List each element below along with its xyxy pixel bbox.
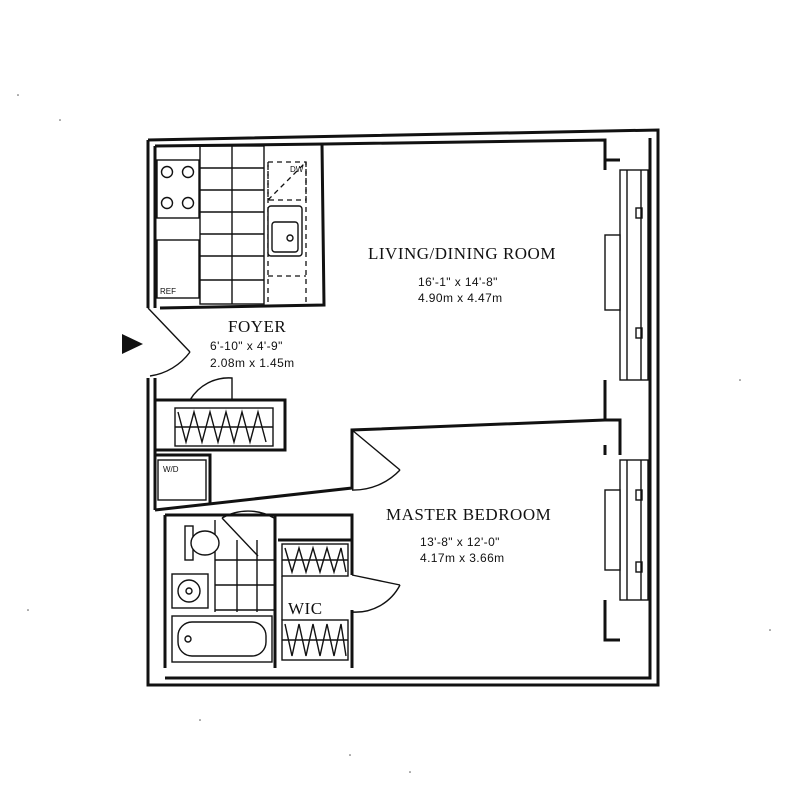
scan-specks <box>17 94 771 773</box>
dishwasher-label: DW <box>290 165 304 174</box>
sink <box>267 205 303 257</box>
refrigerator <box>156 239 200 299</box>
window-bedroom <box>604 459 649 601</box>
living-room-name: LIVING/DINING ROOM <box>368 244 556 263</box>
dishwasher <box>267 161 307 201</box>
foyer-dim-m: 2.08m x 1.45m <box>210 356 295 370</box>
kitchen: REF DW <box>156 145 307 305</box>
bedroom-door[interactable] <box>351 429 401 491</box>
bedroom-dim-m: 4.17m x 3.66m <box>420 551 505 565</box>
washer-dryer-label: W/D <box>163 465 179 474</box>
living-room-dim-m: 4.90m x 4.47m <box>418 291 503 305</box>
kitchen-tile-grid <box>199 145 265 305</box>
bathroom <box>171 510 275 663</box>
foyer-name: FOYER <box>228 317 286 336</box>
bath-tile-grid <box>214 520 275 612</box>
refrigerator-label: REF <box>160 287 176 296</box>
living-room-dim-ft: 16'-1" x 14'-8" <box>418 275 498 289</box>
bedroom-name: MASTER BEDROOM <box>386 505 551 524</box>
bathtub <box>171 615 273 663</box>
entry-door[interactable] <box>147 307 191 377</box>
foyer-closet <box>174 377 274 447</box>
wic-name: WIC <box>288 599 323 618</box>
walk-in-closet <box>281 543 349 661</box>
entry-arrow-icon <box>122 334 143 354</box>
toilet-bowl <box>190 530 220 556</box>
interior-walls <box>154 143 622 668</box>
foyer-dim-ft: 6'-10" x 4'-9" <box>210 339 283 353</box>
wic-door[interactable] <box>351 574 401 613</box>
washer-dryer: W/D <box>157 459 207 501</box>
window-living <box>604 169 649 381</box>
bedroom-dim-ft: 13'-8" x 12'-0" <box>420 535 500 549</box>
